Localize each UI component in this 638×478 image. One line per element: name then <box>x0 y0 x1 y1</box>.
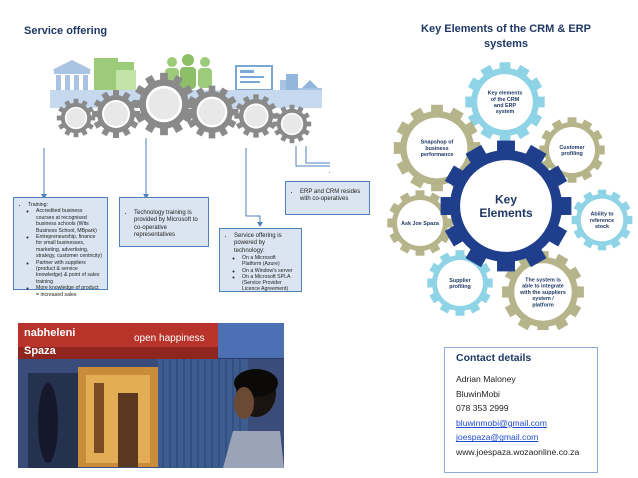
contact-name: Adrian Maloney <box>456 374 516 384</box>
banner-text: open happiness <box>134 333 205 344</box>
training-item: Accredited business courses at recognise… <box>36 208 102 234</box>
element-gear <box>427 250 493 316</box>
training-heading: Training: <box>28 202 48 208</box>
powered-item: On a Microsoft Platform (Azure) <box>242 255 296 267</box>
training-item: Entrepreneurship, finance for small busi… <box>36 234 102 260</box>
monitor-icon <box>235 65 273 91</box>
email-link-bluwinmobi[interactable]: bluwinmobi@gmail.com <box>456 417 547 428</box>
contact-company: BluwinMobi <box>456 388 500 399</box>
tech-training-box: Technology training is provided by Micro… <box>119 197 209 247</box>
contact-title: Contact details <box>456 352 532 364</box>
erp-crm-text: ERP and CRM resides with co-operatives <box>300 189 364 204</box>
tech-training-text: Technology training is provided by Micro… <box>134 210 203 240</box>
powered-by-box: Service offering is powered by technolog… <box>219 228 302 292</box>
key-elements-center-gear <box>440 140 572 272</box>
folder-icon <box>94 58 136 96</box>
powered-item: On a Microsoft SPLA (Service Provider Li… <box>242 274 296 293</box>
powered-item: On a Window's server <box>242 268 296 274</box>
service-gear-illustration <box>41 54 330 227</box>
element-gear <box>571 189 633 251</box>
key-elements-title-line2: systems <box>483 38 529 50</box>
email-link-joespaza[interactable]: joespaza@gmail.com <box>456 432 539 443</box>
training-item: More knowledge of product = increased sa… <box>36 285 102 298</box>
service-offering-title: Service offering <box>24 25 108 37</box>
element-gear <box>387 190 453 256</box>
element-gear <box>465 62 545 142</box>
spaza-shop-photo: nabheleni Spaza open happiness <box>18 323 284 468</box>
contact-website: www.joespaza.wozaonline.co.za <box>456 446 580 457</box>
key-elements-title: Key Elements of the CRM & ERP systems <box>396 22 616 52</box>
training-box: Training: Accredited business courses at… <box>13 197 108 298</box>
contact-phone: 078 353 2999 <box>456 403 509 414</box>
spaza-photo-illustration: nabheleni Spaza open happiness <box>18 323 284 468</box>
powered-heading: Service offering is powered by technolog… <box>234 233 282 254</box>
sign-text: nabheleni <box>24 327 75 339</box>
erp-crm-box: ERP and CRM resides with co-operatives <box>285 181 370 215</box>
contact-details-card: Contact details Adrian Maloney BluwinMob… <box>444 347 598 473</box>
sign-text-2: Spaza <box>24 345 57 357</box>
element-gear <box>539 117 605 183</box>
key-elements-title-line1: Key Elements of the CRM & ERP <box>421 23 591 35</box>
element-gear-label: Ask Joe Spaza <box>401 221 440 227</box>
training-item: Partner with suppliers (product & servic… <box>36 260 102 286</box>
